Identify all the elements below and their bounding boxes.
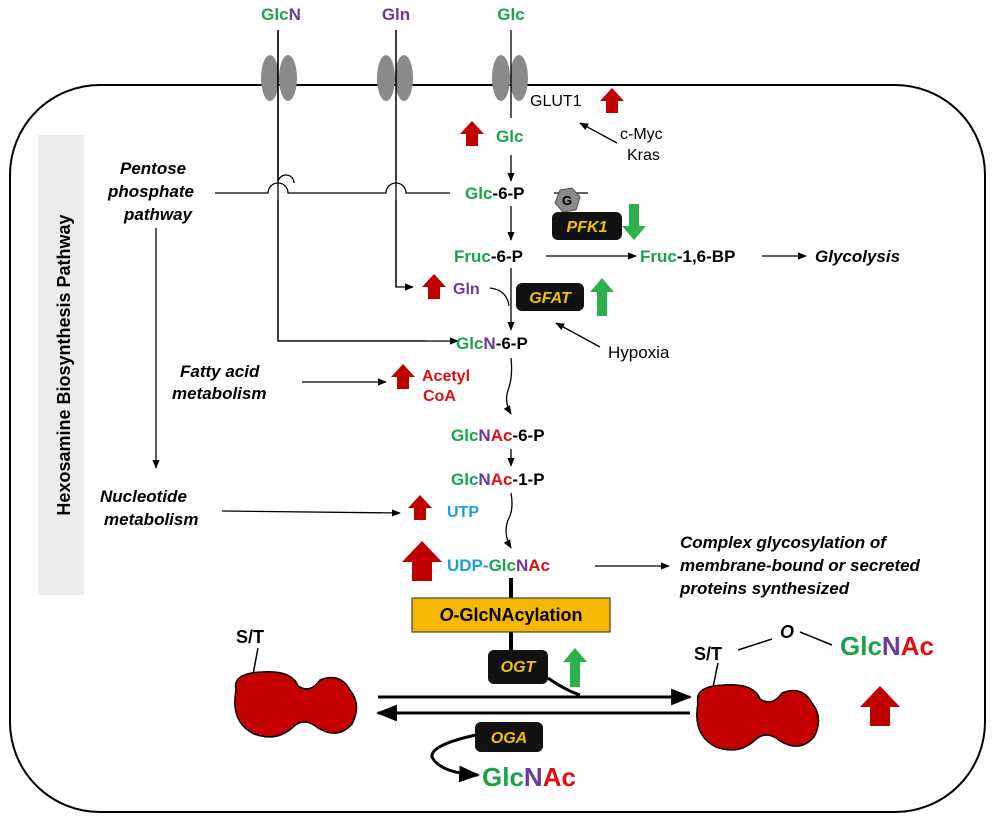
input-glc: Glc	[497, 5, 524, 24]
protein-right	[696, 684, 820, 751]
nucleotide-line2: metabolism	[104, 510, 198, 529]
transporter-gln	[377, 55, 413, 101]
cmyc-label: c-Myc	[620, 126, 663, 143]
nucleotide-line1: Nucleotide	[100, 487, 187, 506]
fatty-line2: metabolism	[172, 384, 266, 403]
side-label: Hexosamine Biosynthesis Pathway	[54, 214, 74, 515]
glcn6p-to-glcnac6p-path	[503, 357, 513, 415]
protein-left	[234, 671, 358, 738]
glcnac-product: GlcNAc	[840, 631, 934, 661]
pfk1-box	[552, 212, 622, 240]
glcnac1p-to-udpglcnac-path	[503, 492, 513, 549]
fruc16bp: Fruc-1,6-BP	[640, 247, 735, 266]
gln-inside: Gln	[453, 281, 480, 298]
ogt-box	[488, 650, 548, 684]
oga-curve-arrow	[430, 733, 481, 783]
glcnac1p: GlcNAc-1-P	[451, 470, 545, 489]
st-right-label: S/T	[694, 644, 722, 664]
utp-label: UTP	[447, 504, 479, 521]
oglcnacylation-label: O-GlcNAcylation	[439, 605, 582, 625]
hypoxia-label: Hypoxia	[608, 343, 670, 362]
glc6p: Glc-6-P	[465, 184, 525, 203]
transporter-glcn	[261, 55, 297, 101]
oga-label: OGA	[491, 730, 527, 747]
input-glcn: GlcN	[261, 5, 301, 24]
pentose-line3: pathway	[123, 205, 194, 224]
oga-box	[475, 722, 543, 752]
pentose-line2: phosphate	[107, 182, 194, 201]
ogt-tail	[547, 676, 581, 697]
fruc6p: Fruc-6-P	[454, 247, 523, 266]
hypoxia-arrow	[555, 322, 601, 348]
pfk1-down-indicator	[622, 204, 646, 240]
acetyl-label: Acetyl	[422, 368, 470, 385]
glycolysis-label: Glycolysis	[815, 247, 900, 266]
gfat-box	[516, 283, 584, 311]
input-gln: Gln	[382, 5, 410, 24]
oglcnacylation-box	[411, 597, 611, 633]
glc-inside: Glc	[496, 127, 523, 146]
fatty-line1: Fatty acid	[180, 362, 260, 381]
transporter-glut1	[492, 55, 528, 101]
gln-join-curve	[489, 287, 510, 307]
pentose-line1: Pentose	[120, 159, 186, 178]
gfat-label: GFAT	[529, 290, 572, 307]
st-left-label: S/T	[236, 627, 264, 647]
nucleotide-arrow	[221, 509, 401, 517]
complex-line3: proteins synthesized	[679, 579, 850, 598]
o-link-right	[799, 631, 833, 646]
glut1-label: GLUT1	[530, 93, 582, 110]
glcnac6p: GlcNAc-6-P	[451, 426, 545, 445]
g-badge: G	[554, 187, 581, 213]
ogt-up-indicator	[563, 648, 587, 687]
coa-label: CoA	[423, 388, 456, 405]
pfk1-label: PFK1	[567, 219, 608, 236]
o-link-left	[737, 638, 773, 651]
complex-line1: Complex glycosylation of	[680, 533, 888, 552]
kras-label: Kras	[627, 147, 660, 164]
side-label-box	[38, 135, 84, 595]
complex-line2: membrane-bound or secreted	[680, 556, 921, 575]
svg-text:G: G	[562, 193, 572, 208]
gfat-up-indicator	[590, 278, 614, 316]
glcn6p: GlcN-6-P	[456, 334, 528, 353]
cmyc-arrow	[579, 122, 618, 144]
glcnac-released: GlcNAc	[482, 762, 576, 792]
ogt-label: OGT	[501, 659, 537, 676]
udpglcnac: UDP-GlcNAc	[447, 556, 550, 575]
o-link-label: O	[780, 622, 794, 642]
